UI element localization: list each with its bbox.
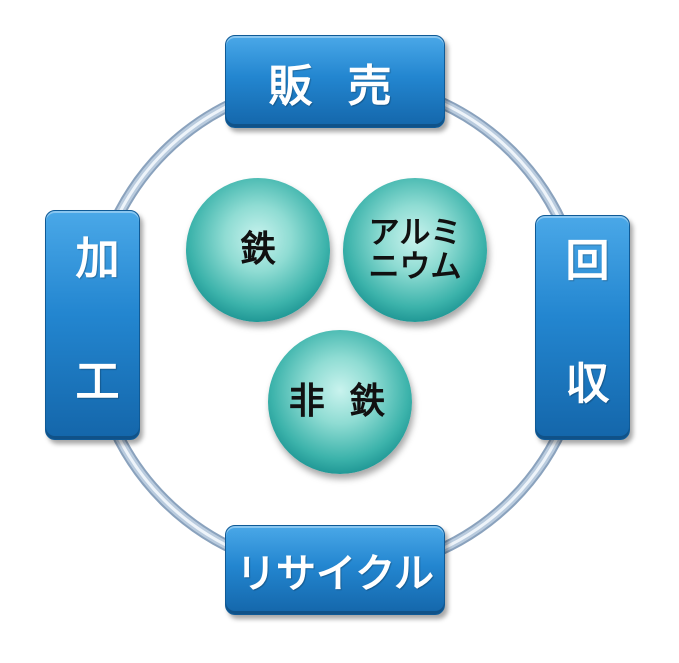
stage-processing-box: 加 工 — [45, 210, 140, 440]
stage-collection-label: 回 収 — [557, 237, 609, 418]
material-label: 鉄 — [239, 229, 276, 271]
material-sphere-iron: 鉄 — [186, 178, 330, 322]
stage-recycle-label: リサイクル — [236, 551, 434, 597]
material-label: 非 鉄 — [288, 381, 392, 423]
stage-recycle-box: リサイクル — [225, 525, 445, 615]
cycle-ring-body — [88, 76, 588, 576]
material-label-line-1: アルミ — [368, 214, 462, 251]
stage-processing-label: 加 工 — [67, 234, 119, 416]
stage-sales-box: 販 売 — [225, 35, 445, 128]
material-sphere-nonferrous: 非 鉄 — [268, 330, 412, 474]
material-label-line-2: ニウム — [368, 249, 462, 285]
material-sphere-aluminium: アルミ ニウム — [343, 178, 487, 322]
stage-sales-label: 販 売 — [268, 60, 402, 112]
stage-collection-box: 回 収 — [535, 215, 630, 440]
